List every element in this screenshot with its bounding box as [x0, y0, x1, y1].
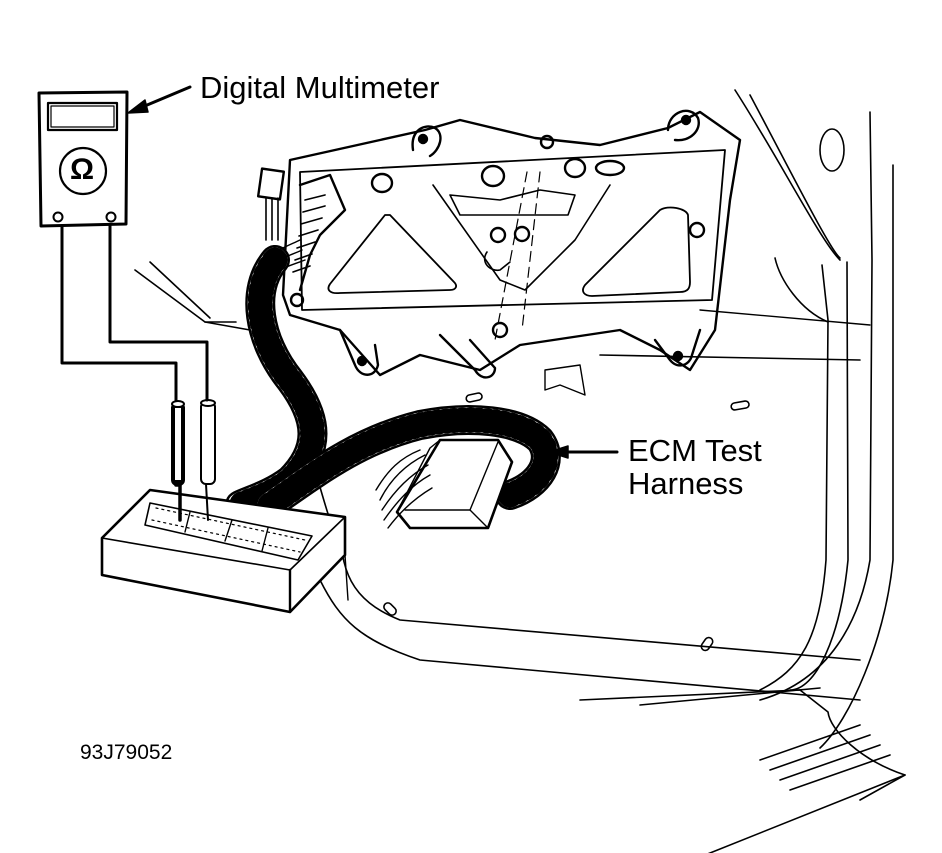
vehicle-body-panels — [134, 89, 906, 853]
lead-jack-com — [52, 211, 64, 223]
meter-display — [46, 101, 119, 132]
figure-code: 93J79052 — [80, 741, 173, 764]
breakout-box — [100, 488, 349, 614]
meter-dial — [58, 146, 108, 196]
callout-harness-line2: Harness — [628, 466, 744, 501]
test-probes — [171, 399, 216, 522]
lead-jack-v-ohm — [105, 211, 117, 223]
callout-arrows — [127, 85, 619, 459]
ecm-test-harness — [225, 239, 561, 530]
pillar-hole — [819, 128, 845, 172]
callout-digital-multimeter: Digital Multimeter — [200, 70, 440, 105]
callout-harness-line1: ECM Test — [628, 433, 762, 468]
callout-ecm-test-harness: ECM Test Harness — [628, 434, 788, 500]
test-leads — [60, 223, 209, 402]
digital-multimeter — [37, 90, 129, 228]
ecm-mounting-bracket — [256, 109, 742, 396]
meter-ohm-symbol: Ω — [70, 153, 95, 186]
probe-red — [200, 401, 216, 485]
floor-studs — [383, 392, 750, 652]
multimeter-arrow — [138, 85, 192, 110]
